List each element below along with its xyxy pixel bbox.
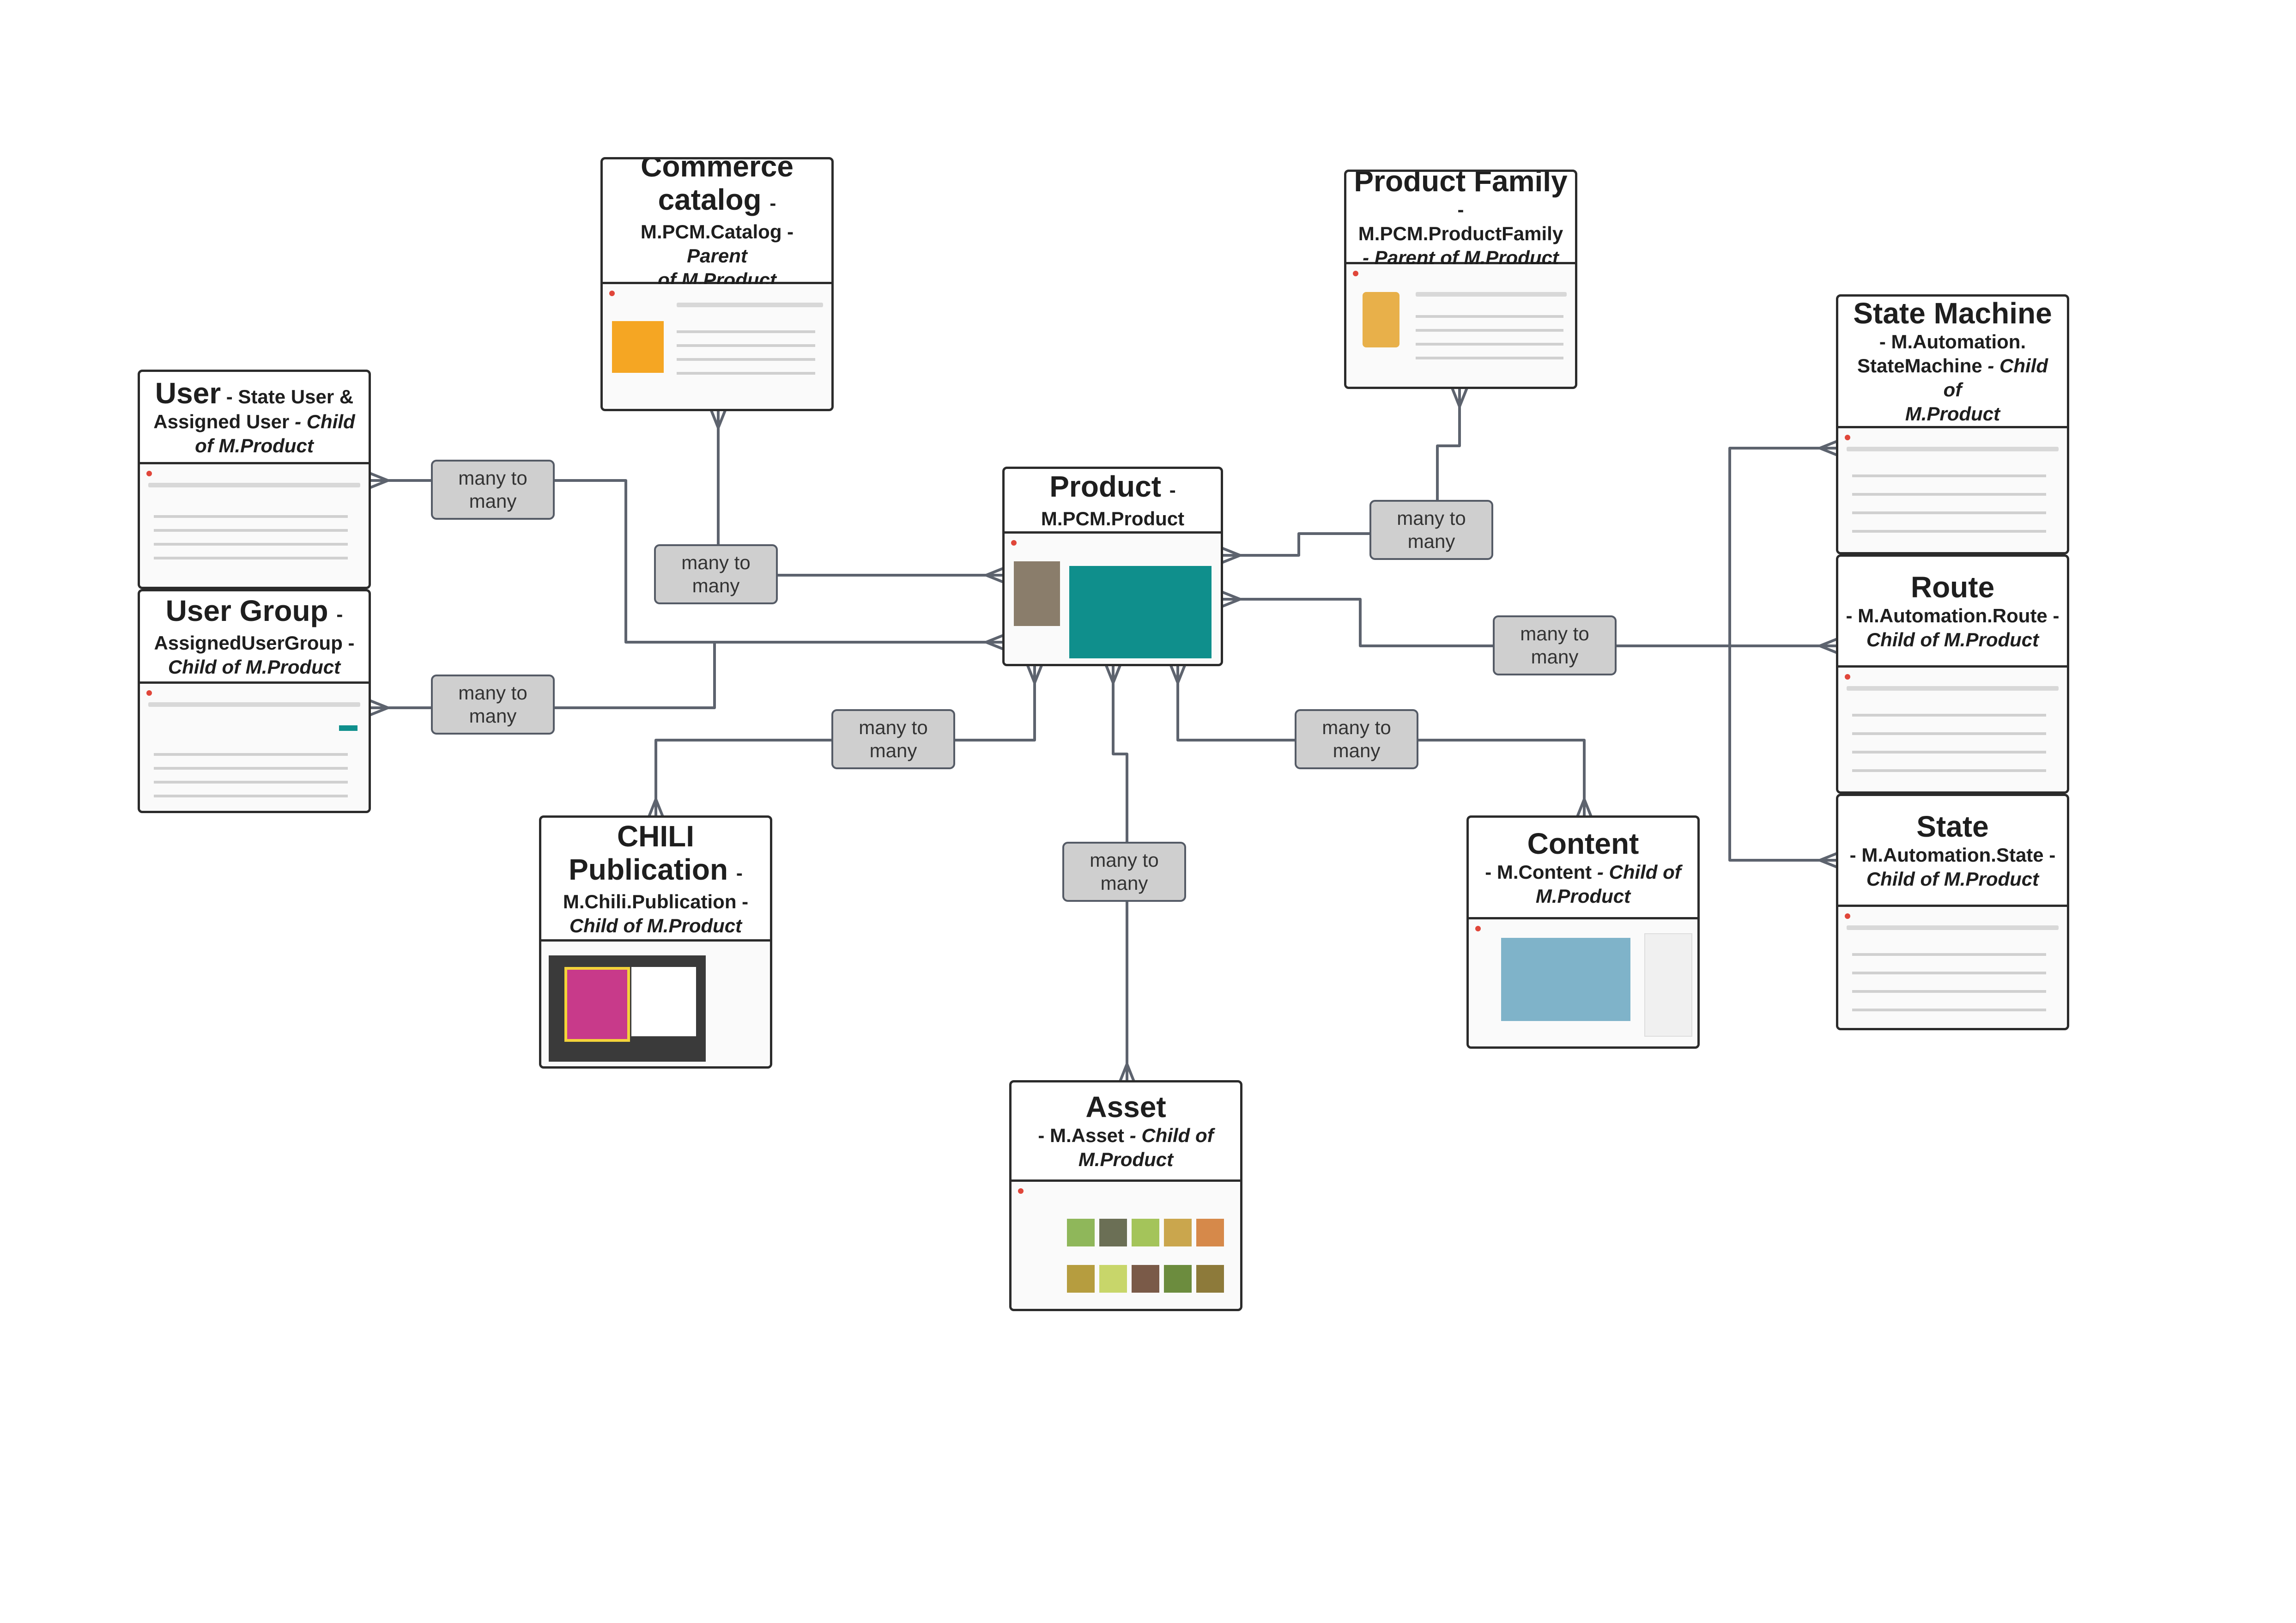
screenshot-thumbnail <box>1469 919 1697 1046</box>
screenshot-thumbnail <box>1346 264 1575 387</box>
entity-title: Product - <box>1049 469 1176 503</box>
screenshot-thumbnail <box>140 464 369 587</box>
screenshot-thumbnail <box>603 284 831 409</box>
entity-header: Product Family - M.PCM.ProductFamily - P… <box>1346 170 1575 268</box>
link-product-asset <box>1112 664 1128 1082</box>
entity-title: User Group - <box>165 594 343 627</box>
product-details-panel <box>1069 566 1212 658</box>
entity-commerce-catalog[interactable]: Commerce catalog - M.PCM.Catalog - Paren… <box>600 157 834 411</box>
content-photo <box>1501 938 1630 1021</box>
entity-title: Commerce catalog - <box>641 157 794 216</box>
screenshot-thumbnail <box>1838 907 2067 1028</box>
entity-header: CHILI Publication - M.Chili.Publication … <box>541 818 770 942</box>
entity-state-machine[interactable]: State Machine - M.Automation. StateMachi… <box>1836 294 2069 554</box>
entity-user[interactable]: User - State User & Assigned User - Chil… <box>138 370 371 589</box>
entity-title: Product Family <box>1354 170 1568 198</box>
crows-foot-markers <box>369 387 1839 1083</box>
entity-header: Content - M.Content - Child of M.Product <box>1469 818 1697 919</box>
relation-family-product[interactable]: many to many <box>1369 500 1493 560</box>
family-product-image <box>1363 292 1399 347</box>
relation-catalog-product[interactable]: many to many <box>654 544 778 604</box>
entity-chili-publication[interactable]: CHILI Publication - M.Chili.Publication … <box>539 815 772 1069</box>
entity-state[interactable]: State - M.Automation.State - Child of M.… <box>1836 794 2069 1030</box>
relation-user-product[interactable]: many to many <box>431 460 555 520</box>
screenshot-thumbnail <box>1838 428 2067 552</box>
publication-product-image <box>564 967 630 1042</box>
screenshot-thumbnail <box>1012 1182 1240 1309</box>
link-automation-state <box>1728 646 1838 862</box>
entity-product[interactable]: Product - M.PCM.Product <box>1002 467 1223 666</box>
entity-header: User - State User & Assigned User - Chil… <box>140 372 369 464</box>
publication-text-area <box>631 967 696 1036</box>
product-pack-image <box>1014 561 1060 626</box>
screenshot-thumbnail <box>1838 668 2067 791</box>
screenshot-thumbnail <box>1005 534 1221 664</box>
entity-header: State - M.Automation.State - Child of M.… <box>1838 796 2067 907</box>
entity-title: CHILI <box>617 819 695 853</box>
relation-content-product[interactable]: many to many <box>1295 709 1418 769</box>
entity-title: Asset <box>1085 1090 1166 1124</box>
relation-automation-product[interactable]: many to many <box>1493 615 1617 675</box>
entity-header: User Group - AssignedUserGroup - Child o… <box>140 591 369 684</box>
entity-title: Route <box>1910 570 1995 604</box>
content-side-panel <box>1644 933 1692 1037</box>
entity-asset[interactable]: Asset - M.Asset - Child of M.Product <box>1009 1080 1242 1311</box>
entity-title: User <box>155 376 221 410</box>
entity-user-group[interactable]: User Group - AssignedUserGroup - Child o… <box>138 589 371 813</box>
relation-chili-product[interactable]: many to many <box>831 709 955 769</box>
entity-header: Product - M.PCM.Product <box>1005 469 1221 534</box>
entity-title: Content <box>1527 827 1639 860</box>
entity-title: State <box>1916 809 1989 843</box>
entity-title: State Machine <box>1853 297 2052 330</box>
entity-header: Commerce catalog - M.PCM.Catalog - Paren… <box>603 157 831 291</box>
entity-header: Route - M.Automation.Route - Child of M.… <box>1838 557 2067 668</box>
entity-content[interactable]: Content - M.Content - Child of M.Product <box>1466 815 1700 1049</box>
entity-header: State Machine - M.Automation. StateMachi… <box>1838 297 2067 428</box>
entity-header: Asset - M.Asset - Child of M.Product <box>1012 1082 1240 1182</box>
entity-product-family[interactable]: Product Family - M.PCM.ProductFamily - P… <box>1344 170 1577 389</box>
entity-route[interactable]: Route - M.Automation.Route - Child of M.… <box>1836 554 2069 794</box>
relation-asset-product[interactable]: many to many <box>1062 842 1186 902</box>
catalog-cover-image <box>612 321 664 373</box>
screenshot-thumbnail <box>140 684 369 811</box>
relation-usergroup-product[interactable]: many to many <box>431 675 555 735</box>
screenshot-thumbnail <box>541 942 770 1066</box>
